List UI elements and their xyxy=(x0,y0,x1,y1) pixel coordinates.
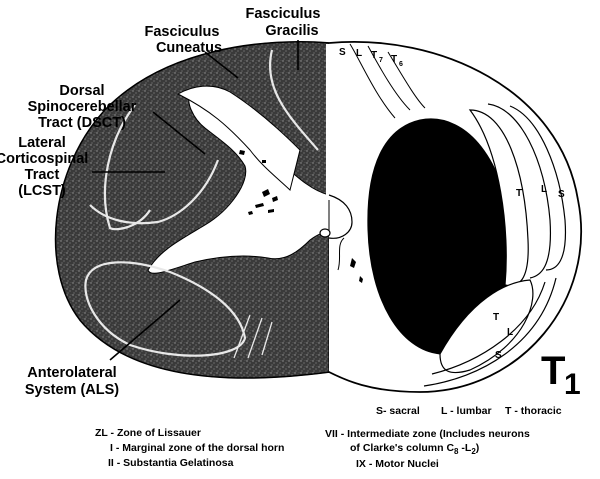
svg-text:Fasciculus: Fasciculus xyxy=(145,24,220,40)
central-canal xyxy=(319,228,331,238)
svg-text:S: S xyxy=(495,350,502,361)
legend-right: VII - Intermediate zone (Includes neuron… xyxy=(325,428,530,470)
svg-text:S: S xyxy=(558,189,565,200)
svg-text:Fasciculus: Fasciculus xyxy=(246,6,321,22)
svg-text:VII - Intermediate zone (Inclu: VII - Intermediate zone (Includes neuron… xyxy=(325,428,530,440)
key-line: S- sacral L - lumbar T - thoracic xyxy=(376,405,562,417)
label-fasciculus-cuneatus: Fasciculus Cuneatus xyxy=(145,24,223,56)
als-border xyxy=(84,261,247,357)
svg-text:T - thoracic: T - thoracic xyxy=(505,405,562,417)
ventral-strands-2 xyxy=(247,317,263,359)
svg-text:Anterolateral: Anterolateral xyxy=(27,365,116,381)
label-fasciculus-gracilis: Fasciculus Gracilis xyxy=(246,6,321,39)
svg-text:T: T xyxy=(493,312,499,323)
right-half xyxy=(319,43,567,387)
ventral-strands-3 xyxy=(261,321,273,356)
svg-text:T: T xyxy=(516,188,522,199)
fasciculus-gracilis-border xyxy=(269,49,319,151)
svg-text:S: S xyxy=(339,47,346,58)
svg-text:Lateral: Lateral xyxy=(18,135,66,151)
svg-text:6: 6 xyxy=(399,61,403,68)
svg-text:Cuneatus: Cuneatus xyxy=(156,40,222,56)
lcst-border xyxy=(89,159,220,225)
svg-text:L: L xyxy=(541,184,547,195)
svg-text:(LCST): (LCST) xyxy=(18,183,66,199)
tract-outlines xyxy=(84,49,319,359)
svg-text:of Clarke's column C8 -L2): of Clarke's column C8 -L2) xyxy=(350,442,479,456)
svg-text:Corticospinal: Corticospinal xyxy=(0,151,88,167)
leader-lines xyxy=(92,40,299,361)
right-top-labels: S L T 7 T 6 xyxy=(339,47,403,68)
svg-text:1: 1 xyxy=(564,368,581,401)
dorsal-septum xyxy=(326,44,332,200)
segment-label: T 1 xyxy=(541,349,581,401)
dorsal-horn-left xyxy=(176,85,301,191)
label-dsct: Dorsal Spinocerebellar Tract (DSCT) xyxy=(28,83,137,131)
label-lcst: Lateral Corticospinal Tract (LCST) xyxy=(0,135,88,199)
ventral-strands-1 xyxy=(233,314,251,359)
legend-left: ZL - Zone of Lissauer I - Marginal zone … xyxy=(95,427,284,469)
svg-text:L: L xyxy=(507,327,513,338)
leader-als xyxy=(109,299,181,361)
svg-text:T: T xyxy=(371,50,377,61)
svg-text:ZL - Zone of Lissauer: ZL - Zone of Lissauer xyxy=(95,427,201,439)
svg-text:Gracilis: Gracilis xyxy=(265,23,318,39)
svg-text:I - Marginal zone of the dorsa: I - Marginal zone of the dorsal horn xyxy=(110,442,284,454)
svg-text:Dorsal: Dorsal xyxy=(59,83,104,99)
grey-matter-fragments xyxy=(239,150,278,215)
right-posterior-labels: T L S xyxy=(516,184,565,200)
leader-cuneatus xyxy=(204,51,239,79)
svg-text:System (ALS): System (ALS) xyxy=(25,382,119,398)
svg-text:Tract (DSCT): Tract (DSCT) xyxy=(38,115,126,131)
svg-text:S- sacral: S- sacral xyxy=(376,405,420,417)
anterior-lamina xyxy=(439,279,534,374)
svg-text:Tract: Tract xyxy=(25,167,60,183)
label-als: Anterolateral System (ALS) xyxy=(25,365,119,398)
svg-text:L: L xyxy=(356,48,362,59)
leader-dsct xyxy=(152,111,206,155)
svg-text:IX - Motor Nuclei: IX - Motor Nuclei xyxy=(356,458,439,470)
right-anterior-labels: T L S xyxy=(493,312,513,361)
svg-text:T: T xyxy=(541,349,565,393)
svg-text:II - Substantia Gelatinosa: II - Substantia Gelatinosa xyxy=(108,457,234,469)
svg-text:L - lumbar: L - lumbar xyxy=(441,405,492,417)
svg-text:7: 7 xyxy=(379,57,383,64)
svg-text:Spinocerebellar: Spinocerebellar xyxy=(28,99,137,115)
svg-text:T: T xyxy=(391,54,397,65)
central-canal-line xyxy=(328,194,353,239)
